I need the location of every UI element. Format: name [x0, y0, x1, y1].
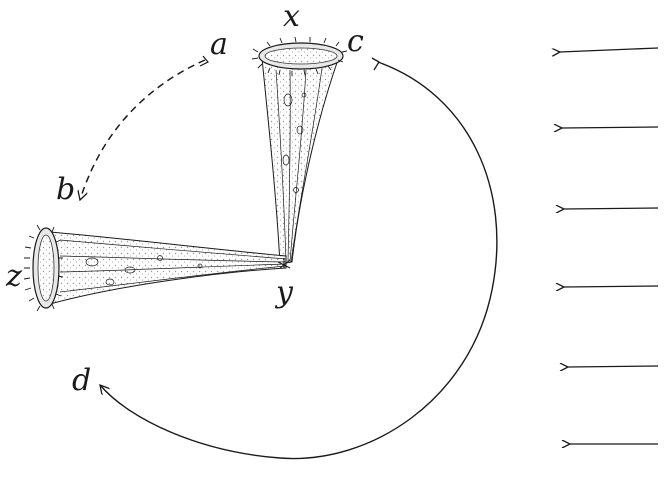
label-b: b	[56, 175, 75, 205]
rotation-arc-a-to-b	[80, 60, 205, 200]
label-d: d	[72, 366, 91, 396]
organism-horizontal	[24, 225, 286, 311]
label-x: x	[283, 2, 300, 32]
wind-arrow	[560, 48, 658, 52]
arc-start-tick	[372, 58, 379, 70]
label-a: a	[210, 30, 228, 60]
wind-arrow	[562, 127, 658, 128]
wind-arrow	[568, 366, 658, 367]
label-z: z	[6, 262, 22, 292]
wind-arrows	[560, 48, 658, 444]
label-y: y	[276, 278, 293, 308]
wind-arrow	[564, 208, 658, 209]
label-c: c	[347, 27, 364, 57]
organism-vertical	[252, 37, 347, 264]
wind-arrow	[564, 286, 658, 287]
